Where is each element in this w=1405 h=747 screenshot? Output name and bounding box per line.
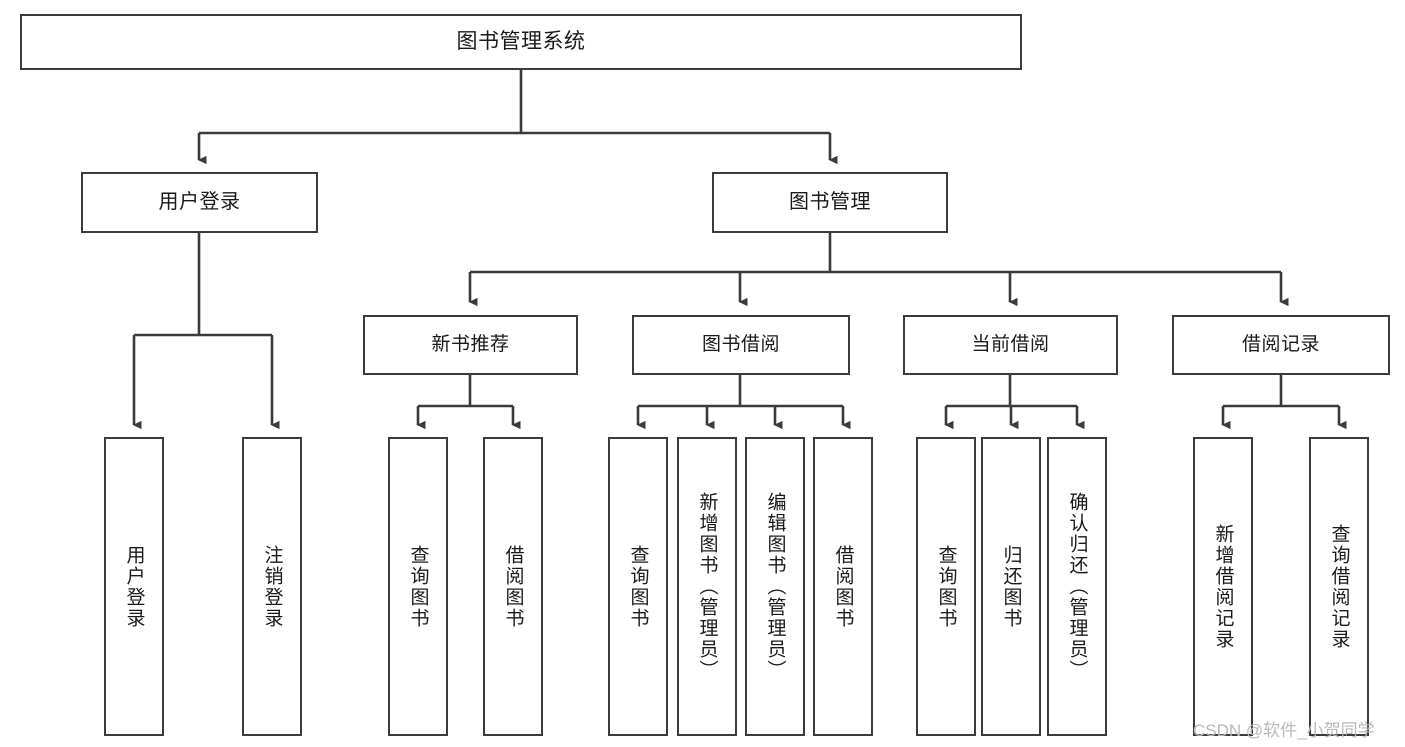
node-user-login[interactable]: 用户登录 xyxy=(81,172,318,233)
node-new-book-recommend[interactable]: 新书推荐 xyxy=(363,315,578,375)
node-user-login-label: 用户登录 xyxy=(158,190,241,213)
node-borrow-record[interactable]: 借阅记录 xyxy=(1172,315,1390,375)
node-root-label: 图书管理系统 xyxy=(456,29,586,53)
node-root[interactable]: 图书管理系统 xyxy=(20,14,1022,70)
node-leaf-query-borrow-record[interactable]: 查询借阅记录 xyxy=(1309,437,1369,736)
node-leaf-query-book-recommend[interactable]: 查询图书 xyxy=(388,437,448,736)
node-leaf-query-book-current-label: 查询图书 xyxy=(935,544,957,629)
node-leaf-logout[interactable]: 注销登录 xyxy=(242,437,302,736)
node-leaf-query-borrow-record-label: 查询借阅记录 xyxy=(1328,523,1350,650)
node-leaf-borrow-book-recommend[interactable]: 借阅图书 xyxy=(483,437,543,736)
node-leaf-add-book-admin-label: 新增图书（管理员） xyxy=(696,492,718,681)
node-leaf-borrow-book[interactable]: 借阅图书 xyxy=(813,437,873,736)
node-leaf-borrow-book-recommend-label: 借阅图书 xyxy=(502,544,524,629)
node-borrow-record-label: 借阅记录 xyxy=(1241,333,1320,355)
node-book-management-label: 图书管理 xyxy=(789,190,871,213)
node-leaf-query-book-recommend-label: 查询图书 xyxy=(407,544,429,629)
node-leaf-edit-book-admin-label: 编辑图书（管理员） xyxy=(764,492,786,681)
node-leaf-user-login[interactable]: 用户登录 xyxy=(104,437,164,736)
node-leaf-query-book-borrow[interactable]: 查询图书 xyxy=(608,437,668,736)
node-leaf-query-book-borrow-label: 查询图书 xyxy=(627,544,649,629)
node-leaf-confirm-return-admin-label: 确认归还（管理员） xyxy=(1066,492,1088,681)
node-book-management[interactable]: 图书管理 xyxy=(712,172,948,233)
node-leaf-confirm-return-admin[interactable]: 确认归还（管理员） xyxy=(1047,437,1107,736)
node-current-borrow-label: 当前借阅 xyxy=(971,333,1050,355)
node-current-borrow[interactable]: 当前借阅 xyxy=(903,315,1118,375)
node-leaf-query-book-current[interactable]: 查询图书 xyxy=(916,437,976,736)
node-leaf-logout-label: 注销登录 xyxy=(261,544,283,629)
node-book-borrow-label: 图书借阅 xyxy=(701,333,780,355)
node-leaf-borrow-book-label: 借阅图书 xyxy=(832,544,854,629)
node-leaf-add-book-admin[interactable]: 新增图书（管理员） xyxy=(677,437,737,736)
node-book-borrow[interactable]: 图书借阅 xyxy=(632,315,850,375)
node-leaf-add-borrow-record-label: 新增借阅记录 xyxy=(1212,523,1234,650)
node-leaf-add-borrow-record[interactable]: 新增借阅记录 xyxy=(1193,437,1253,736)
node-new-book-recommend-label: 新书推荐 xyxy=(431,333,510,355)
node-leaf-return-book[interactable]: 归还图书 xyxy=(981,437,1041,736)
node-leaf-user-login-label: 用户登录 xyxy=(123,544,145,629)
node-leaf-return-book-label: 归还图书 xyxy=(1000,544,1022,629)
node-leaf-edit-book-admin[interactable]: 编辑图书（管理员） xyxy=(745,437,805,736)
csdn-watermark: CSDN @软件_小贺同学 xyxy=(1193,721,1375,740)
